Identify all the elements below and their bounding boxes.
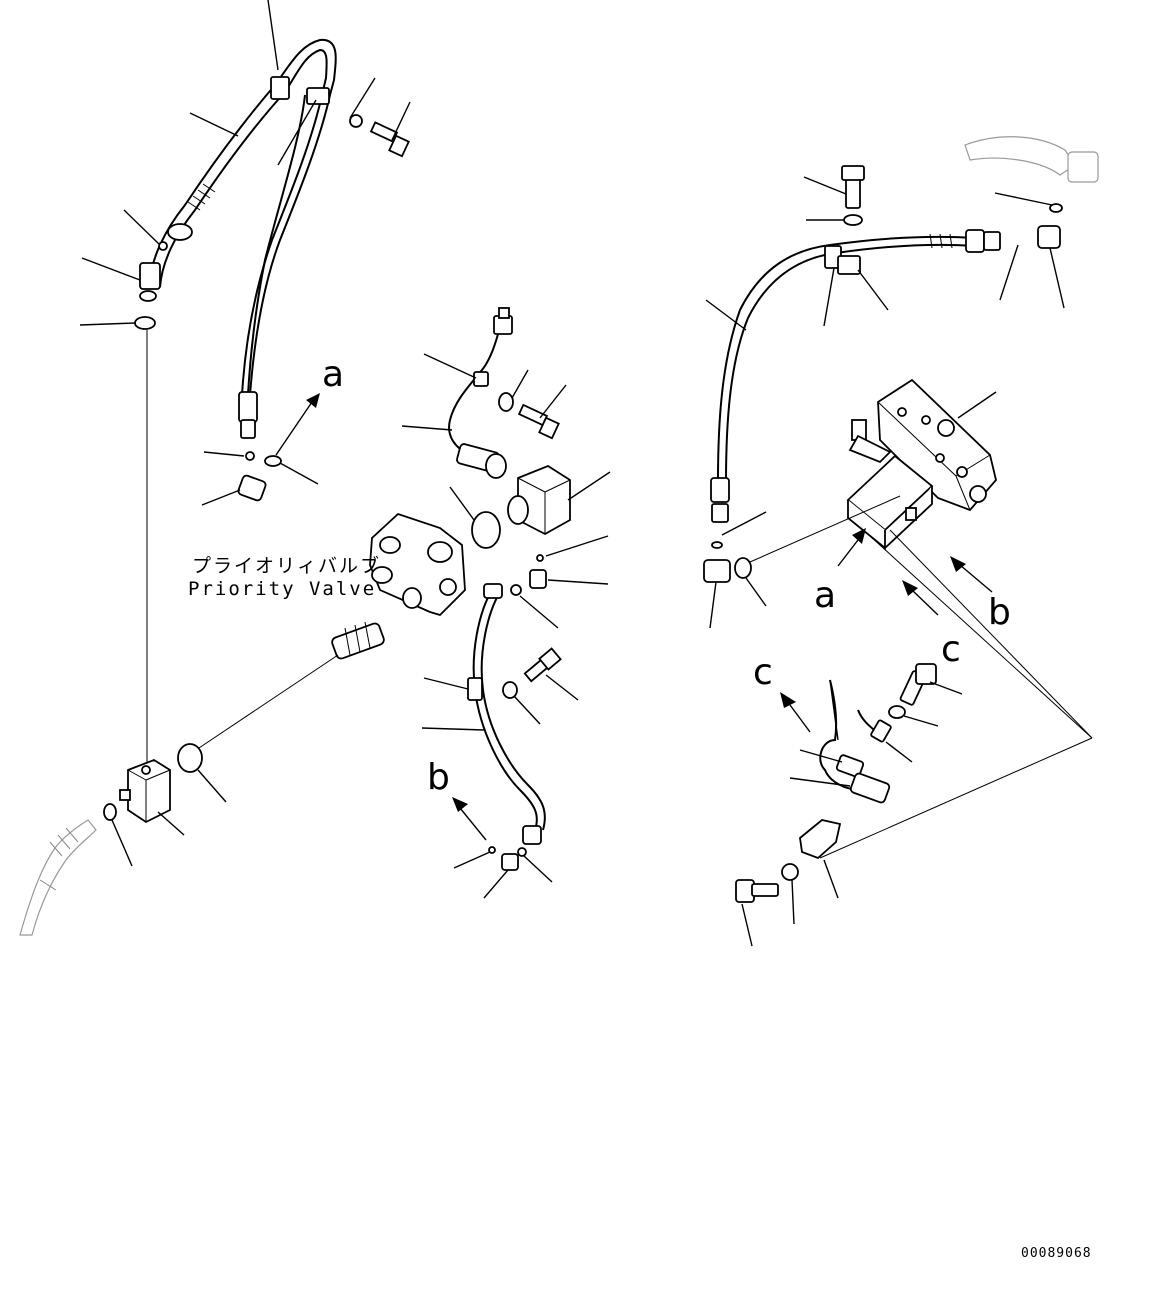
- center-small-fittings: [510, 535, 609, 629]
- ref-marker-c-left: c: [753, 652, 773, 693]
- lower-left-block: [19, 743, 227, 936]
- lower-right-sensor-assembly: [735, 663, 963, 947]
- priority-valve-label-en: Priority Valve: [188, 578, 377, 600]
- lower-center-hose: [421, 583, 579, 899]
- ref-marker-a-upper: a: [322, 354, 345, 395]
- ref-marker-b-right: b: [988, 592, 1011, 633]
- fitting-group-a-upper: [201, 393, 320, 506]
- pressure-sensor-assembly: [401, 307, 567, 479]
- upper-left-hose-assembly: [79, 0, 411, 439]
- ref-marker-b-lower-left: b: [427, 757, 450, 798]
- ref-marker-c-right: c: [941, 629, 961, 670]
- right-valve-block: [846, 378, 997, 550]
- right-lower-fittings: [703, 495, 1093, 859]
- solenoid-cube-center: [449, 464, 611, 549]
- upper-right-hose-assembly: [705, 136, 1099, 523]
- ref-marker-a-lower: a: [814, 575, 837, 616]
- priority-valve-body: [195, 512, 466, 751]
- priority-valve-label-jp: プライオリィバルブ: [192, 555, 382, 577]
- document-number: 00089068: [1021, 1246, 1092, 1261]
